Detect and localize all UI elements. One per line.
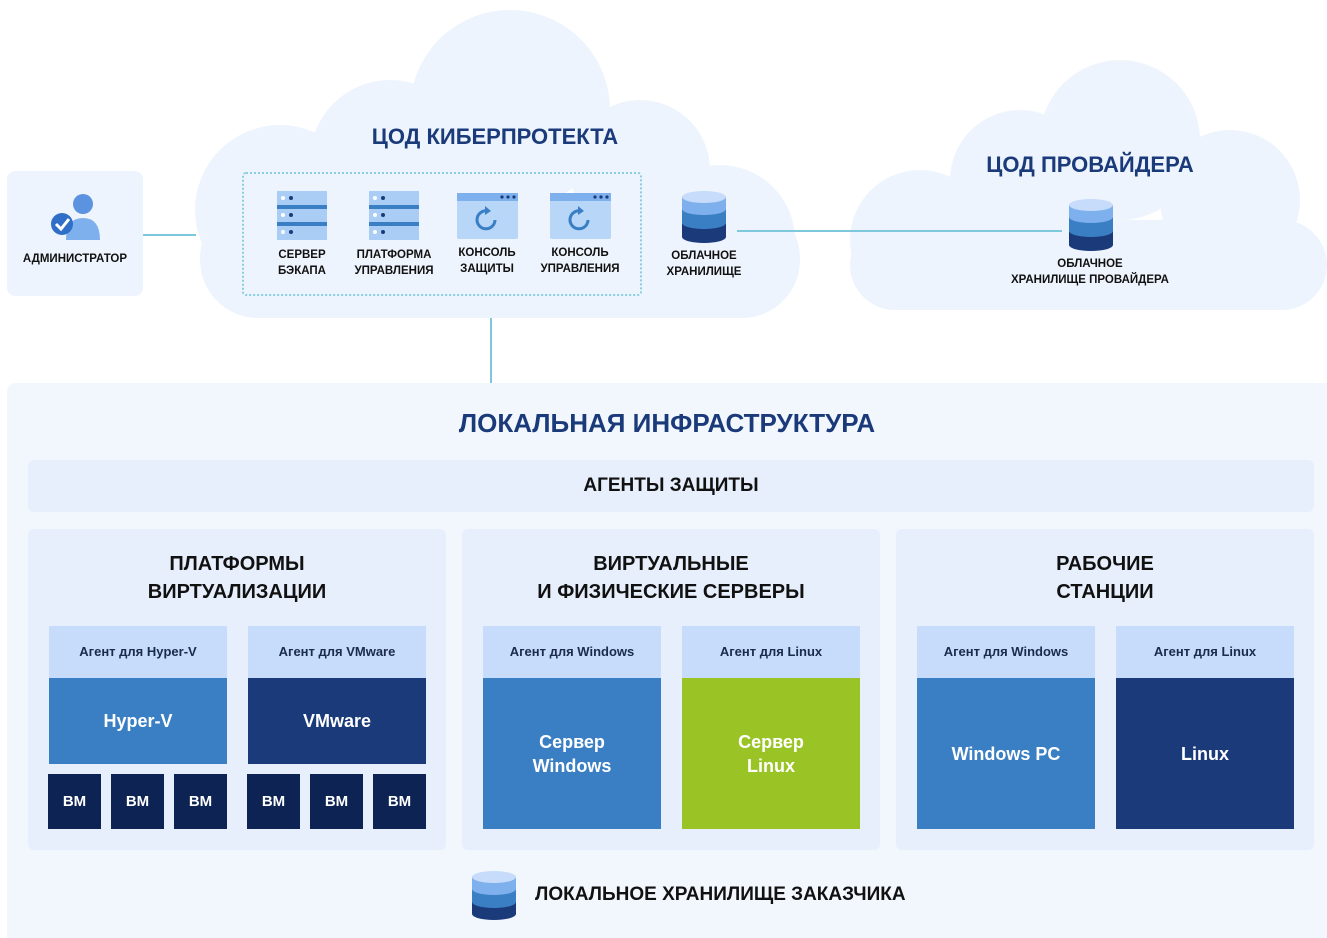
group-title-workstations: РАБОЧИЕ СТАНЦИИ — [1056, 553, 1154, 603]
provider-dc-title: ЦОД ПРОВАЙДЕРА — [986, 152, 1194, 177]
administrator-icon — [51, 194, 100, 240]
cloud-storage-label: ОБЛАЧНОЕ ХРАНИЛИЩЕ — [666, 250, 742, 278]
vm-tile: ВМ — [310, 774, 363, 829]
platform-vmware: VMware — [248, 678, 426, 764]
server-icon — [369, 191, 419, 240]
platform-hyperv: Hyper-V — [49, 678, 227, 764]
database-icon — [1069, 199, 1113, 251]
vm-tile: ВМ — [373, 774, 426, 829]
connector-provider — [737, 230, 1062, 232]
agents-bar: АГЕНТЫ ЗАЩИТЫ — [28, 460, 1314, 512]
vm-tile: ВМ — [247, 774, 300, 829]
server-icon — [277, 191, 327, 240]
agent-linux-workstation: Агент для Linux — [1116, 626, 1294, 678]
agent-vmware: Агент для VMware — [248, 626, 426, 678]
group-title-servers: ВИРТУАЛЬНЫЕ И ФИЗИЧЕСКИЕ СЕРВЕРЫ — [537, 553, 805, 603]
service-label-management-console: КОНСОЛЬ УПРАВЛЕНИЯ — [540, 247, 620, 275]
service-label-management-platform: ПЛАТФОРМА УПРАВЛЕНИЯ — [354, 249, 434, 277]
vm-tile: ВМ — [174, 774, 227, 829]
provider-storage-label: ОБЛАЧНОЕ ХРАНИЛИЩЕ ПРОВАЙДЕРА — [1011, 258, 1169, 286]
database-icon — [472, 871, 516, 920]
vm-tile: ВМ — [111, 774, 164, 829]
connector-local — [490, 318, 492, 384]
agent-linux-server: Агент для Linux — [682, 626, 860, 678]
server-windows: Сервер Windows — [483, 678, 661, 829]
database-icon — [682, 191, 726, 243]
agents-bar-label: АГЕНТЫ ЗАЩИТЫ — [583, 475, 759, 496]
console-window-icon — [457, 193, 518, 239]
console-window-icon — [550, 193, 611, 239]
agent-windows-pc: Агент для Windows — [917, 626, 1095, 678]
local-title: ЛОКАЛЬНАЯ ИНФРАСТРУКТУРА — [458, 408, 876, 438]
server-linux: Сервер Linux — [682, 678, 860, 829]
vm-tile: ВМ — [48, 774, 101, 829]
cyber-dc-services-box — [242, 172, 642, 296]
workstation-linux: Linux — [1116, 678, 1294, 829]
group-title-virtualization: ПЛАТФОРМЫ ВИРТУАЛИЗАЦИИ — [147, 553, 327, 603]
service-label-protection-console: КОНСОЛЬ ЗАЩИТЫ — [458, 247, 516, 275]
agent-hyperv: Агент для Hyper-V — [49, 626, 227, 678]
workstation-windows-pc: Windows PC — [917, 678, 1095, 829]
service-label-backup-server: СЕРВЕР БЭКАПА — [278, 249, 326, 277]
admin-label: АДМИНИСТРАТОР — [22, 253, 128, 265]
cloud-shapes — [195, 10, 1327, 318]
cyber-dc-title: ЦОД КИБЕРПРОТЕКТА — [371, 124, 619, 149]
agent-windows-server: Агент для Windows — [483, 626, 661, 678]
connector-admin — [143, 234, 196, 236]
local-storage-label: ЛОКАЛЬНОЕ ХРАНИЛИЩЕ ЗАКАЗЧИКА — [535, 884, 906, 905]
